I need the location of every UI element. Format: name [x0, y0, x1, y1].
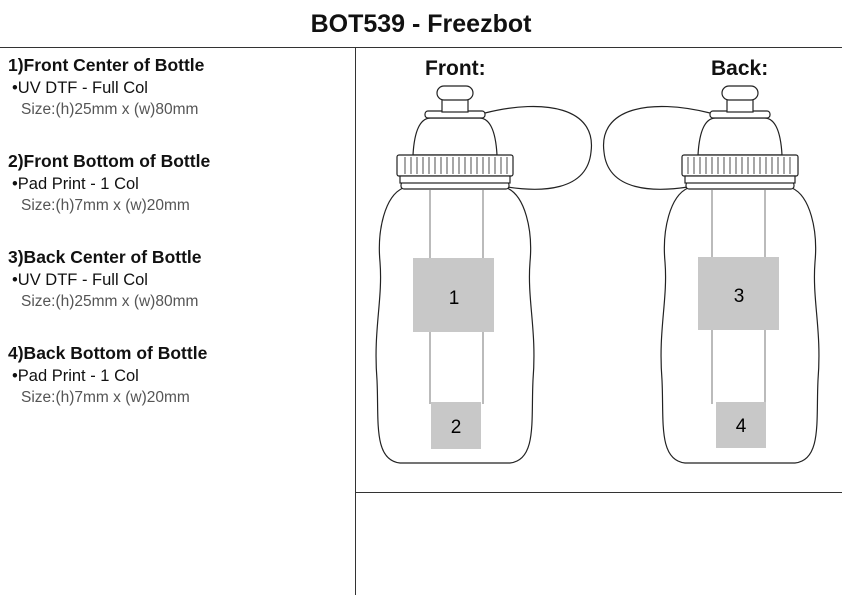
print-area-1: 1)Front Center of Bottle •UV DTF - Full …: [8, 54, 204, 121]
print-area-box-3: [698, 257, 779, 330]
item-method: •UV DTF - Full Col: [12, 79, 148, 97]
area-number: 3: [734, 286, 745, 307]
area-number: 1: [449, 288, 460, 309]
item-size: Size:(h)7mm x (w)20mm: [21, 197, 190, 214]
item-method: •UV DTF - Full Col: [12, 271, 148, 289]
divider: [355, 47, 356, 595]
print-area-box-4: [716, 402, 766, 448]
item-title: 4)Back Bottom of Bottle: [8, 343, 208, 363]
item-method: •Pad Print - 1 Col: [12, 367, 139, 385]
item-size: Size:(h)25mm x (w)80mm: [21, 293, 199, 310]
print-area-box-1: [413, 258, 494, 332]
print-area-2: 2)Front Bottom of Bottle •Pad Print - 1 …: [8, 150, 210, 217]
item-size: Size:(h)7mm x (w)20mm: [21, 389, 190, 406]
divider: [0, 47, 842, 48]
back-label: Back:: [711, 57, 769, 80]
page-title: BOT539 - Freezbot: [310, 10, 532, 38]
item-title: 1)Front Center of Bottle: [8, 55, 205, 75]
item-method: •Pad Print - 1 Col: [12, 175, 139, 193]
print-area-4: 4)Back Bottom of Bottle •Pad Print - 1 C…: [8, 342, 207, 409]
area-number: 4: [736, 416, 747, 437]
item-title: 3)Back Center of Bottle: [8, 247, 202, 267]
print-area-box-2: [431, 402, 481, 449]
item-size: Size:(h)25mm x (w)80mm: [21, 101, 199, 118]
area-number: 2: [451, 417, 462, 438]
front-label: Front:: [425, 57, 486, 80]
item-title: 2)Front Bottom of Bottle: [8, 151, 211, 171]
print-area-3: 3)Back Center of Bottle •UV DTF - Full C…: [8, 246, 202, 313]
divider: [355, 492, 842, 493]
